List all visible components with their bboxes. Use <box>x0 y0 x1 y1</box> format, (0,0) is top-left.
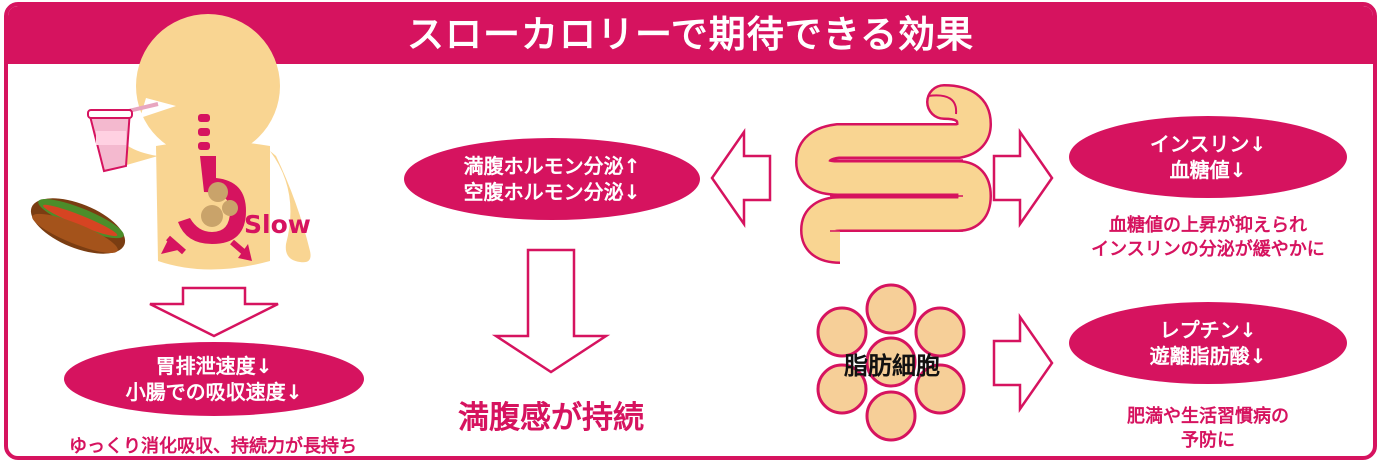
insulin-line-2: 血糖値↓ <box>1169 158 1247 182</box>
hormone-line-1: 満腹ホルモン分泌↑ <box>463 154 641 178</box>
illustrations <box>30 14 1054 442</box>
drink-cup-icon <box>87 102 159 173</box>
insulin-caption-1: 血糖値の上昇が抑えられ <box>1109 215 1307 236</box>
diagram-frame: スローカロリーで期待できる効果 Slow 胃排泄速度↓ 小腸での吸収速度↓ ゆっ… <box>4 2 1377 460</box>
right-arrow-icon <box>992 128 1054 228</box>
person-figure <box>113 14 311 270</box>
satiety-text: 満腹感が持続 <box>458 400 644 436</box>
down-arrow-icon <box>149 286 279 338</box>
food-icon <box>30 198 126 254</box>
hormone-pill: 満腹ホルモン分泌↑ 空腹ホルモン分泌↓ <box>404 138 700 220</box>
intestine-icon <box>794 84 993 264</box>
stomach-icon <box>161 114 252 261</box>
insulin-caption-2: インスリンの分泌が緩やかに <box>1091 239 1325 260</box>
stomach-line-1: 胃排泄速度↓ <box>155 354 273 378</box>
right-arrow-icon <box>992 313 1054 413</box>
down-arrow-icon <box>491 248 611 374</box>
slow-label: Slow <box>244 210 311 239</box>
fat-cells-icon <box>816 283 966 442</box>
leptin-line-2: 遊離脂肪酸↓ <box>1149 344 1267 368</box>
page-title: スローカロリーで期待できる効果 <box>406 13 975 56</box>
leptin-caption-2: 予防に <box>1181 430 1235 451</box>
left-arrow-icon <box>710 128 772 228</box>
leptin-line-1: レプチン↓ <box>1159 318 1257 342</box>
stomach-effect-pill: 胃排泄速度↓ 小腸での吸収速度↓ <box>64 342 364 416</box>
insulin-line-1: インスリン↓ <box>1149 132 1267 156</box>
leptin-caption-1: 肥満や生活習慣病の <box>1127 406 1289 427</box>
fat-cell-label: 脂肪細胞 <box>844 352 940 380</box>
insulin-pill: インスリン↓ 血糖値↓ <box>1069 116 1347 198</box>
stomach-caption: ゆっくり消化吸収、持続力が長持ち <box>69 436 357 457</box>
stomach-line-2: 小腸での吸収速度↓ <box>125 380 303 404</box>
hormone-line-2: 空腹ホルモン分泌↓ <box>463 180 641 204</box>
leptin-pill: レプチン↓ 遊離脂肪酸↓ <box>1069 302 1347 384</box>
